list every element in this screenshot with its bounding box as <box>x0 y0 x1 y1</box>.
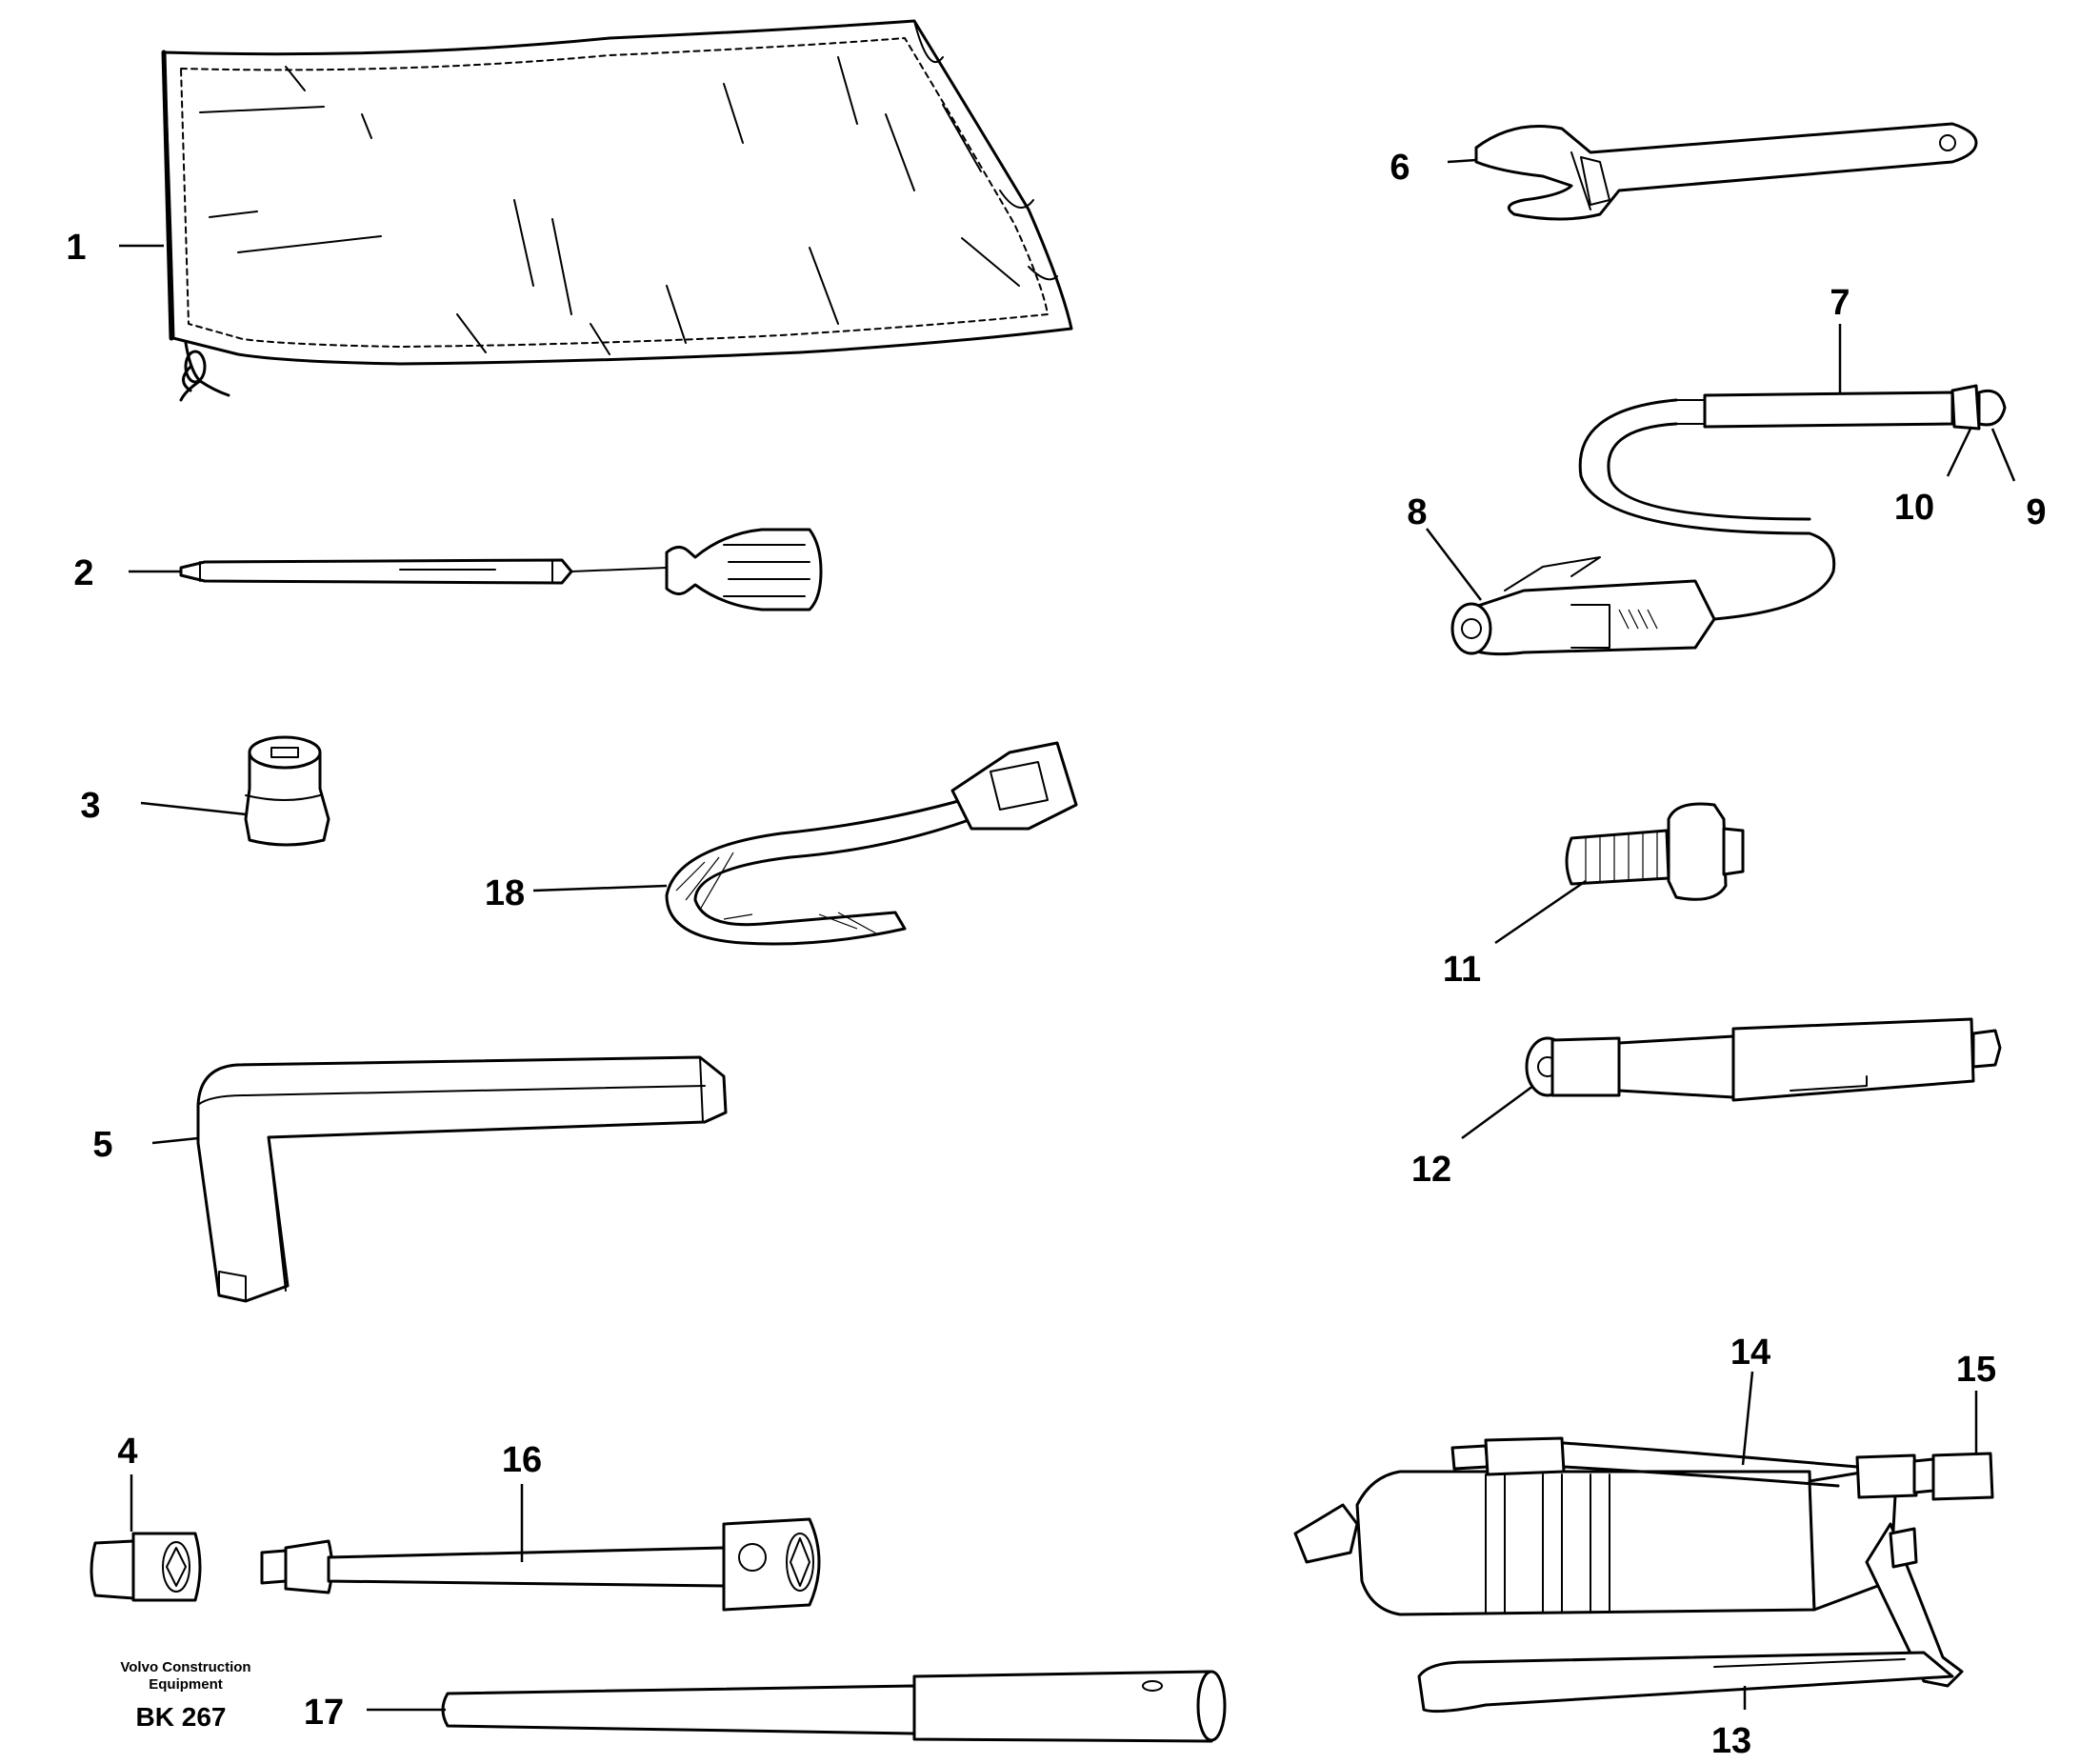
part-18-strap <box>665 741 1078 946</box>
part-17-tommy-bar <box>441 1670 1227 1743</box>
callout-1: 1 <box>66 228 86 268</box>
callout-18: 18 <box>485 873 525 913</box>
part-6-wrench <box>1474 122 1978 221</box>
footer-block: Volvo Construction Equipment BK 267 <box>120 1659 250 1732</box>
callout-14: 14 <box>1730 1333 1770 1373</box>
callout-8: 8 <box>1407 492 1427 532</box>
brand-line-1: Volvo Construction <box>120 1659 250 1675</box>
callout-6: 6 <box>1390 148 1410 188</box>
part-12-tyre-gauge <box>1525 1017 2002 1102</box>
part-5-hex-key <box>196 1055 728 1303</box>
callout-4: 4 <box>117 1432 137 1472</box>
part-1-tool-bag <box>161 19 1073 402</box>
drawing-code: BK 267 <box>136 1702 227 1732</box>
part-8-inflator-chuck <box>1450 556 1716 656</box>
callout-11: 11 <box>1443 950 1481 990</box>
brand-line-2: Equipment <box>149 1676 223 1693</box>
callout-10: 10 <box>1894 488 1934 528</box>
callout-15: 15 <box>1956 1350 1996 1390</box>
callout-12: 12 <box>1411 1150 1451 1190</box>
callout-labels: 1 2 3 18 5 4 16 17 6 7 8 10 9 11 12 14 1… <box>66 148 2046 1761</box>
callout-9: 9 <box>2026 492 2046 532</box>
callout-2: 2 <box>73 553 93 593</box>
callout-17: 17 <box>304 1693 344 1733</box>
part-13-grease-gun <box>1293 1470 1964 1714</box>
part-7-tyre-inflator <box>1578 384 2007 621</box>
part-3-socket <box>244 735 330 847</box>
part-2-screwdriver <box>179 528 823 611</box>
leader-lines <box>119 158 2016 1712</box>
part-4-socket <box>90 1532 202 1602</box>
part-11-bolt <box>1565 802 1745 901</box>
callout-3: 3 <box>80 786 100 826</box>
callout-13: 13 <box>1711 1721 1751 1759</box>
callout-5: 5 <box>92 1125 112 1165</box>
part-16-box-spanner <box>260 1517 821 1612</box>
callout-16: 16 <box>502 1440 542 1480</box>
part-15-grease-coupler <box>1855 1452 1994 1501</box>
part-14-grease-hose <box>1450 1436 1859 1488</box>
callout-7: 7 <box>1830 283 1850 323</box>
